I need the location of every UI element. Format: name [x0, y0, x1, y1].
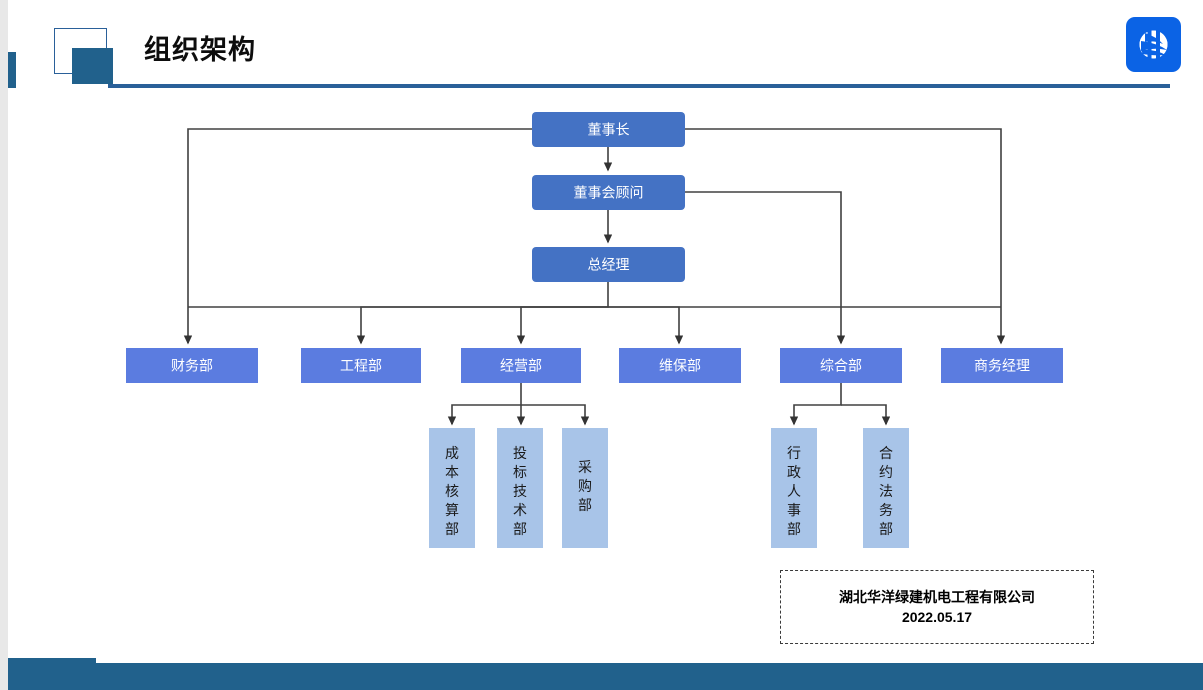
edge-board-advisor-general-affairs — [685, 191, 846, 345]
edge-gm-engineering — [356, 282, 609, 345]
node-maintenance[interactable]: 维保部 — [619, 348, 741, 383]
node-contract-legal[interactable]: 合约法务部 — [863, 428, 909, 548]
edge-chairman-business-manager — [685, 128, 1006, 345]
node-maintenance-label: 维保部 — [659, 358, 701, 374]
node-contract-legal-label: 合约法务部 — [879, 445, 893, 537]
node-operations[interactable]: 经营部 — [461, 348, 581, 383]
edge-gm-operations — [516, 306, 608, 345]
level3-nodes: 成本核算部 投标技术部 采购部 行政人事部 合约法务部 — [429, 428, 909, 548]
org-chart: 董事长 董事会顾问 总经理 财务部 工程部 经营部 — [126, 112, 1063, 548]
level1-nodes: 董事长 董事会顾问 总经理 — [532, 112, 685, 282]
edge-operations-cost-accounting — [447, 383, 522, 426]
node-general-manager[interactable]: 总经理 — [532, 247, 685, 282]
node-board-advisor[interactable]: 董事会顾问 — [532, 175, 685, 210]
node-bid-technology[interactable]: 投标技术部 — [497, 428, 543, 548]
decorative-square-filled — [72, 48, 113, 84]
node-cost-accounting[interactable]: 成本核算部 — [429, 428, 475, 548]
node-board-advisor-label: 董事会顾问 — [574, 185, 644, 201]
bottom-bar-notch — [8, 658, 96, 663]
bottom-bar — [8, 663, 1203, 690]
node-engineering[interactable]: 工程部 — [301, 348, 421, 383]
node-general-affairs[interactable]: 综合部 — [780, 348, 902, 383]
node-business-manager[interactable]: 商务经理 — [941, 348, 1063, 383]
node-bid-technology-label: 投标技术部 — [513, 445, 527, 537]
node-business-manager-label: 商务经理 — [974, 358, 1030, 374]
node-general-manager-label: 总经理 — [588, 257, 630, 273]
node-finance[interactable]: 财务部 — [126, 348, 258, 383]
left-accent-bar — [8, 52, 16, 88]
node-finance-label: 财务部 — [171, 358, 213, 374]
slide-canvas: 组织架构 — [8, 0, 1203, 690]
node-admin-hr-label: 行政人事部 — [787, 445, 801, 537]
level2-nodes: 财务部 工程部 经营部 维保部 综合部 商务经理 — [126, 348, 1063, 383]
node-chairman[interactable]: 董事长 — [532, 112, 685, 147]
stamp-date: 2022.05.17 — [901, 609, 973, 625]
edge-general-affairs-admin-hr — [789, 383, 842, 426]
company-stamp-box: 湖北华洋绿建机电工程有限公司 2022.05.17 — [780, 570, 1094, 644]
node-engineering-label: 工程部 — [340, 358, 382, 374]
edge-chairman-finance — [183, 128, 532, 345]
node-procurement[interactable]: 采购部 — [562, 428, 608, 548]
node-general-affairs-label: 综合部 — [820, 358, 862, 374]
title-underline-rule — [108, 84, 1170, 88]
node-procurement-label: 采购部 — [578, 459, 592, 513]
node-admin-hr[interactable]: 行政人事部 — [771, 428, 817, 548]
edge-gm-maintenance — [608, 306, 684, 345]
stamp-company-name: 湖北华洋绿建机电工程有限公司 — [839, 589, 1035, 605]
page-title: 组织架构 — [144, 35, 256, 65]
slide-header: 组织架构 — [8, 0, 1203, 100]
edge-operations-procurement — [521, 404, 590, 426]
node-cost-accounting-label: 成本核算部 — [445, 445, 459, 537]
node-operations-label: 经营部 — [500, 358, 542, 374]
node-chairman-label: 董事长 — [588, 122, 630, 138]
company-globe-logo-icon — [1126, 17, 1181, 72]
edge-general-affairs-contract-legal — [841, 404, 891, 426]
